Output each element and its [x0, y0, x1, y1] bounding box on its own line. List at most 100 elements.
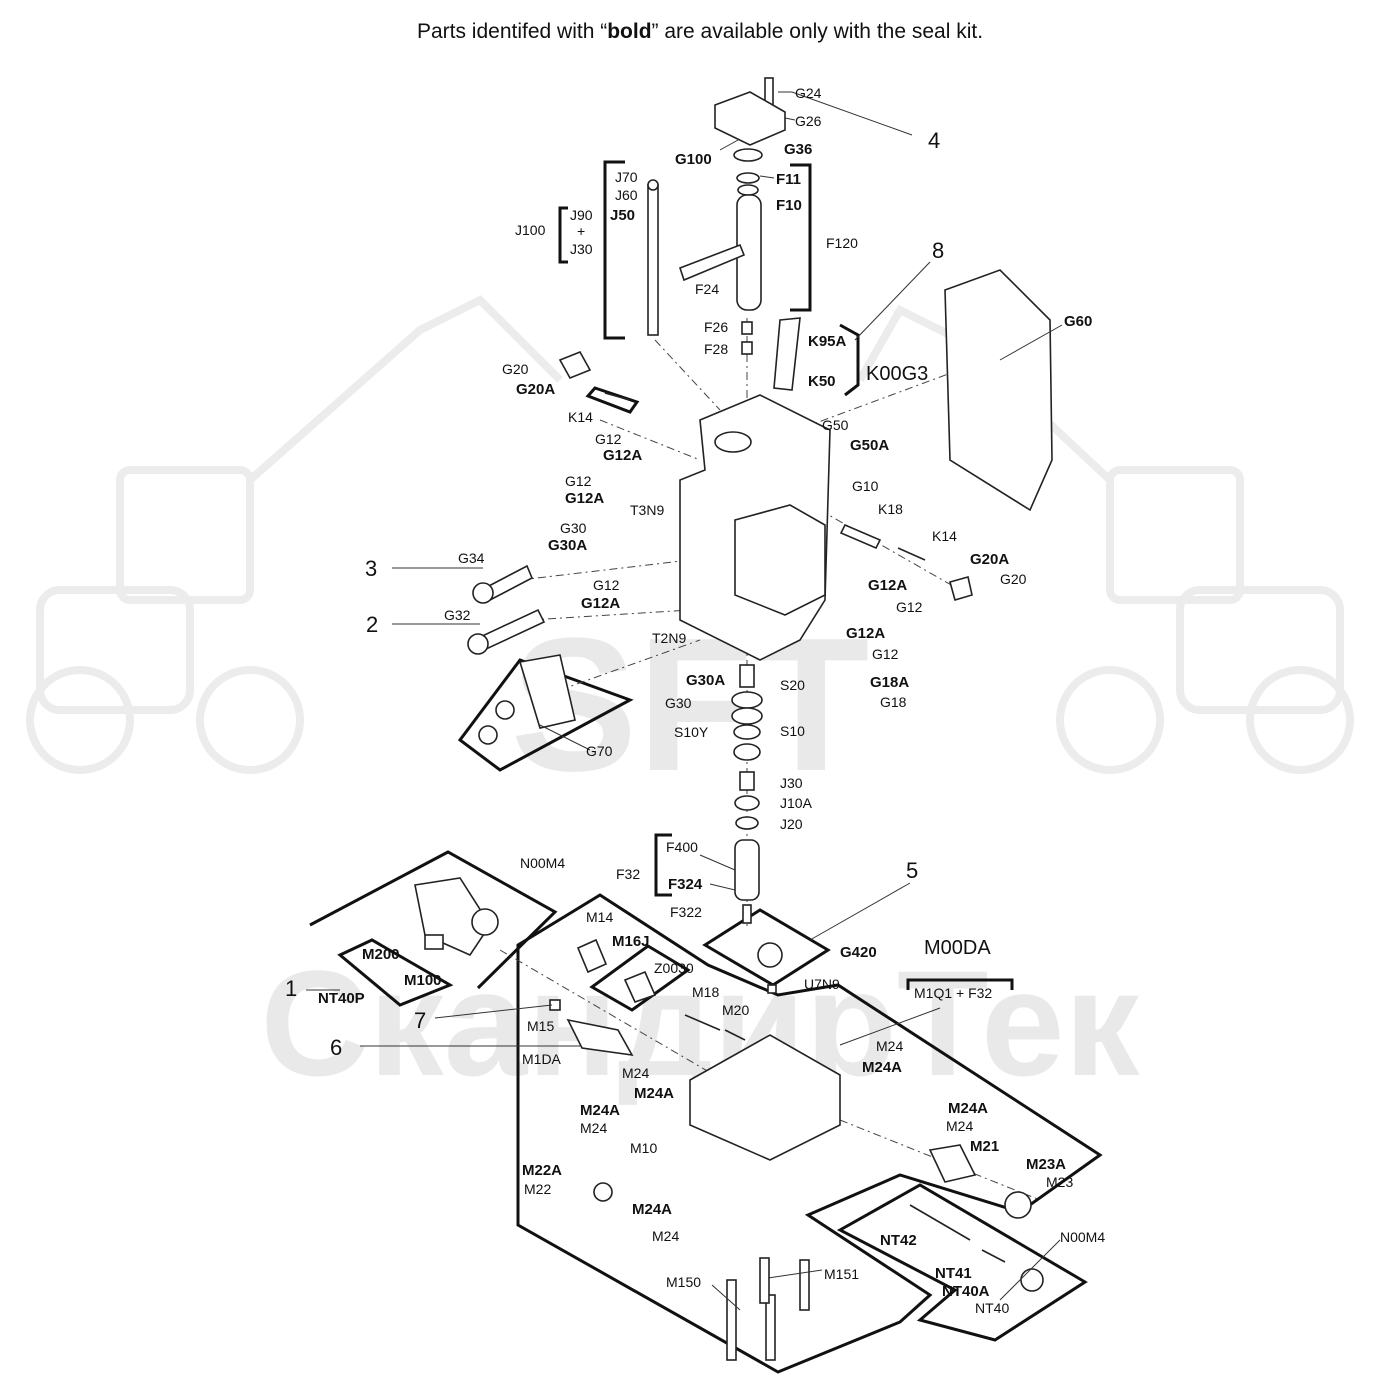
label-g30-b: G30: [665, 695, 692, 711]
spring-k14: [604, 392, 631, 401]
label-m15: M15: [527, 1018, 554, 1034]
label-g60: G60: [1064, 313, 1092, 330]
plug-g20-right: [949, 576, 973, 601]
label-num-5: 5: [906, 858, 918, 883]
bracket-j50-group: [603, 160, 625, 340]
gasket-g60: [944, 269, 1053, 512]
label-m00da: M00DA: [924, 937, 991, 959]
label-k18: K18: [878, 501, 903, 517]
label-s10y: S10Y: [674, 724, 709, 740]
label-m22a: M22A: [522, 1162, 562, 1179]
bolt-m151-b: [799, 1259, 810, 1311]
plug-z0030: [623, 970, 657, 1003]
washer-s10: [733, 724, 761, 740]
label-m24a-left: M24A: [634, 1085, 674, 1102]
label-j70: J70: [615, 169, 638, 185]
label-m18: M18: [692, 984, 719, 1000]
label-j20: J20: [780, 816, 803, 832]
label-g12a-r2: G12A: [846, 625, 885, 642]
rod-j50: [647, 184, 659, 336]
screw-g70-a: [495, 700, 515, 720]
bolt-m150-a: [726, 1279, 737, 1361]
label-g18a: G18A: [870, 674, 909, 691]
seal-f10: [737, 184, 759, 196]
label-g10: G10: [852, 478, 879, 494]
bolt-m150-b: [765, 1294, 776, 1361]
label-nt42: NT42: [880, 1232, 917, 1249]
label-num-7: 7: [414, 1008, 426, 1033]
label-m23a: M23A: [1026, 1156, 1066, 1173]
nut-j70: [647, 179, 659, 191]
label-g36: G36: [784, 141, 812, 158]
seal-g420: [757, 942, 783, 968]
label-j60: J60: [615, 187, 638, 203]
label-j50: J50: [610, 207, 635, 224]
watermark-tractor-left-icon: [26, 295, 563, 774]
label-j30-top: J30: [570, 241, 593, 257]
pin-m20: [724, 1029, 746, 1041]
label-k14-right: K14: [932, 528, 957, 544]
plug-nt40: [1020, 1268, 1044, 1292]
leader-f324: [709, 883, 736, 891]
label-m14: M14: [586, 909, 613, 925]
outline-n00m4-nt: [836, 1183, 1088, 1342]
label-g32: G32: [444, 607, 471, 623]
label-g20a: G20A: [516, 381, 555, 398]
plug-u7n9: [767, 984, 777, 994]
solenoid-end-m100: [471, 908, 499, 936]
label-g100: G100: [675, 151, 712, 168]
leader-m151: [767, 1269, 823, 1279]
label-m24-b: M24: [580, 1120, 607, 1136]
leader-8: [854, 261, 931, 341]
label-u7n9: U7N9: [804, 976, 840, 992]
label-g12-r2: G12: [872, 646, 899, 662]
nut-m14: [576, 938, 608, 974]
label-nt40a: NT40A: [942, 1283, 990, 1300]
label-m24-left: M24: [622, 1065, 649, 1081]
valve-body-m10: [689, 1034, 841, 1161]
label-m22: M22: [524, 1181, 551, 1197]
label-k14: K14: [568, 409, 593, 425]
label-g20: G20: [502, 361, 529, 377]
label-j100: J100: [515, 222, 546, 238]
label-nt41: NT41: [935, 1265, 972, 1282]
relief-valve-k50: [773, 317, 801, 391]
leader-m24-top: [839, 1007, 941, 1046]
label-m24a-r2: M24A: [948, 1100, 988, 1117]
label-g420: G420: [840, 944, 877, 961]
label-g12-r1: G12: [896, 599, 923, 615]
plug-f28: [741, 341, 753, 355]
label-f120: F120: [826, 235, 858, 251]
outline-g70-kit: [457, 658, 634, 772]
screw-g70-b: [478, 725, 498, 745]
spool-f400: [734, 839, 760, 901]
plug-g20: [558, 350, 592, 380]
axis-g32: [529, 609, 691, 621]
label-m151: M151: [824, 1266, 859, 1282]
spring-nt41: [981, 1249, 1006, 1263]
label-m24a-right: M24A: [862, 1059, 902, 1076]
label-t3n9: T3N9: [630, 502, 664, 518]
axis-m1da: [499, 949, 741, 1091]
label-nt40: NT40: [975, 1300, 1009, 1316]
caption-text-end: ” are available only with the seal kit.: [651, 20, 984, 43]
label-k00g3: K00G3: [866, 363, 928, 385]
label-z0030: Z0030: [654, 960, 694, 976]
label-m24-right: M24: [876, 1038, 903, 1054]
cap-g26: [714, 91, 786, 146]
ring-g36: [733, 148, 763, 162]
leader-g60: [999, 324, 1063, 361]
label-num-3: 3: [365, 556, 377, 581]
label-g18: G18: [880, 694, 907, 710]
leader-g26: [784, 117, 796, 121]
label-g30: G30: [560, 520, 587, 536]
parts: [414, 77, 1053, 1361]
label-f322: F322: [670, 904, 702, 920]
bolt-head-g32: [467, 633, 489, 655]
label-m23: M23: [1046, 1174, 1073, 1190]
label-g30a: G30A: [548, 537, 587, 554]
bolt-head-g34: [472, 582, 494, 604]
spring-s10: [733, 743, 761, 761]
label-num-4: 4: [928, 128, 940, 153]
